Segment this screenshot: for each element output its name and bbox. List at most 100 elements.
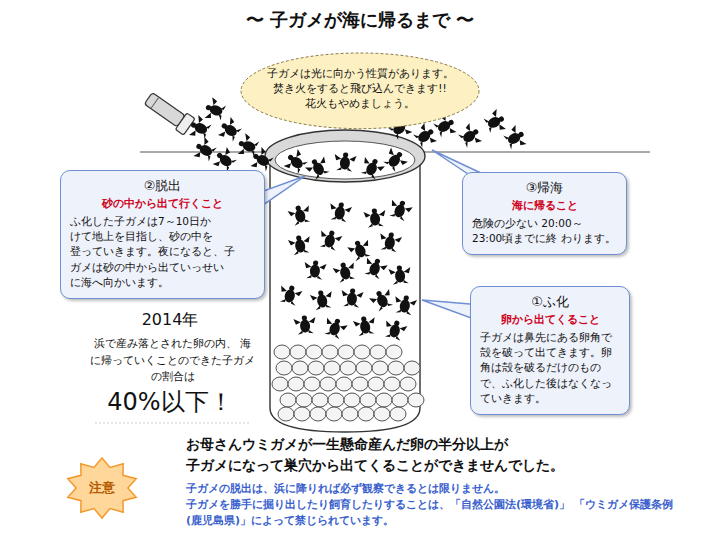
head — [221, 122, 228, 129]
shell — [370, 212, 381, 226]
head — [394, 320, 400, 326]
caution-star: 注意 — [64, 456, 140, 520]
flipper — [284, 149, 310, 176]
hatchling — [328, 201, 353, 223]
callout-body: 危険の少ない 20:00～23:00頃までに終 わります。 — [472, 216, 617, 246]
egg — [340, 361, 356, 375]
flipper — [189, 115, 213, 142]
egg — [408, 393, 424, 407]
egg — [280, 393, 296, 407]
shell — [353, 243, 367, 259]
callout-heading: ①ふ化 — [480, 293, 620, 311]
flipper — [277, 285, 302, 306]
shell — [328, 321, 342, 337]
eggs — [272, 345, 424, 421]
summary-text: お母さんウミガメが一生懸命産んだ卵の半分以上が 子ガメになって巣穴から出てくるこ… — [186, 434, 606, 476]
head — [295, 205, 301, 211]
shell — [309, 264, 320, 278]
egg — [386, 345, 402, 359]
shell — [384, 236, 396, 251]
head — [388, 232, 394, 238]
hatchling — [293, 314, 317, 334]
head — [374, 258, 381, 265]
callout-subtitle: 砂の中から出て行くこと — [70, 196, 255, 211]
shell — [395, 269, 406, 283]
diagram-title: 〜 子ガメが海に帰るまで 〜 — [160, 8, 560, 32]
egg — [288, 377, 304, 391]
hatchling — [353, 315, 378, 337]
flipper — [482, 109, 506, 136]
head — [518, 131, 525, 138]
head — [498, 116, 505, 123]
hatchling — [388, 264, 412, 284]
shell — [388, 323, 401, 338]
flipper — [288, 205, 313, 226]
flipper — [411, 123, 437, 150]
hatchling — [502, 124, 529, 152]
flipper — [193, 137, 218, 164]
egg — [390, 407, 406, 421]
shell — [283, 288, 296, 303]
callout-body: ふ化した子ガメは7～10日か けて地上を目指し、砂の中を 登っていきます。夜にな… — [70, 214, 255, 290]
hatchling — [235, 132, 260, 159]
egg — [368, 377, 384, 391]
egg — [372, 361, 388, 375]
head — [427, 128, 434, 135]
year-label: 2014年 — [85, 310, 255, 331]
flipper — [387, 200, 413, 223]
hatchling — [381, 146, 410, 174]
head — [399, 200, 406, 207]
head — [334, 318, 341, 325]
hatchling — [333, 151, 357, 171]
shell — [316, 294, 328, 309]
shell — [393, 203, 407, 219]
egg — [404, 361, 420, 375]
hatchling — [304, 154, 332, 181]
ellipse-inner: 子ガメは光に向かう性質があります。 焚き火をすると飛び込んできます!! 花火もや… — [240, 52, 480, 126]
egg — [272, 377, 288, 391]
shell — [300, 319, 311, 333]
egg — [388, 361, 404, 375]
head — [216, 152, 223, 159]
head — [287, 154, 294, 161]
hatchling — [303, 259, 327, 279]
nest-opening — [275, 141, 415, 179]
shell — [241, 139, 257, 153]
callout-box: ②脱出砂の中から出て行くことふ化した子ガメは7～10日か けて地上を目指し、砂の… — [60, 170, 265, 299]
head — [302, 315, 308, 321]
flipper — [322, 318, 348, 341]
hatchling — [187, 114, 213, 142]
head — [372, 208, 378, 214]
egg — [374, 407, 390, 421]
egg — [336, 377, 352, 391]
head — [238, 140, 245, 147]
head — [195, 143, 202, 150]
hatchling — [482, 108, 508, 136]
head — [289, 285, 295, 291]
egg — [324, 361, 340, 375]
callout-subtitle: 海に帰ること — [472, 198, 617, 213]
head — [376, 290, 383, 297]
hatchling — [277, 283, 303, 307]
shell — [294, 208, 307, 223]
head — [343, 152, 349, 158]
flipper — [381, 148, 408, 174]
egg — [294, 407, 310, 421]
hatchling — [378, 231, 403, 253]
egg — [400, 377, 416, 391]
flipper — [347, 240, 373, 263]
flipper — [382, 320, 407, 341]
callout-box: ③帰海海に帰ること危険の少ない 20:00～23:00頃までに終 わります。 — [462, 172, 627, 255]
hatchling — [288, 234, 313, 256]
callout-body: 子ガメは鼻先にある卵角で 殻を破って出てきます。卵 角は殻を破るだけのもの で、… — [480, 330, 620, 406]
egg — [384, 377, 400, 391]
egg — [278, 407, 294, 421]
shell — [294, 239, 306, 254]
head — [396, 151, 403, 158]
egg — [308, 361, 324, 375]
shell — [208, 103, 224, 117]
hatchling — [202, 96, 227, 123]
flipper — [456, 123, 482, 150]
hatchling — [363, 207, 387, 227]
ellipse-text: 子ガメは光に向かう性質があります。 焚き火をすると飛び込んできます!! 花火もや… — [260, 66, 460, 112]
